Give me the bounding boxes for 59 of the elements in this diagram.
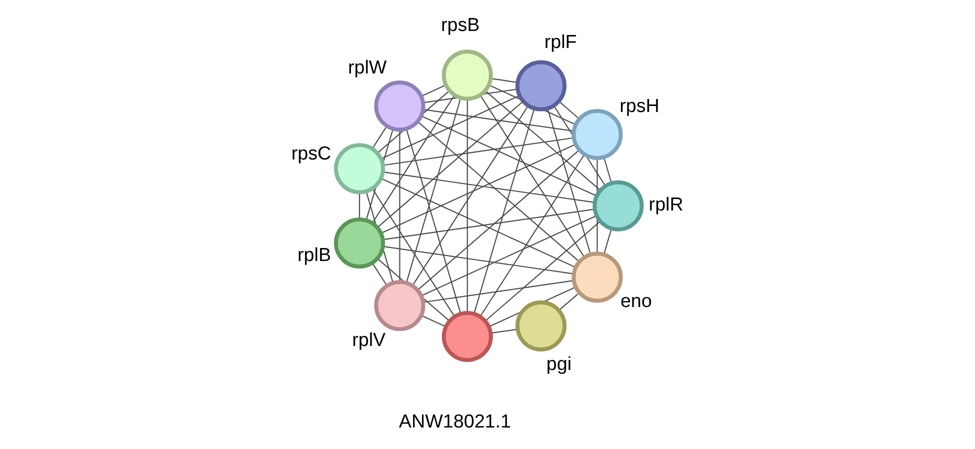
- node-circle: [334, 218, 386, 269]
- node-label: rplV: [352, 329, 386, 350]
- connector: [412, 106, 528, 286]
- connector: [423, 108, 574, 132]
- connector: [383, 246, 574, 274]
- node-label: rplB: [298, 244, 332, 266]
- connector: [358, 192, 360, 220]
- node-circle: [515, 60, 567, 112]
- node-label: rplR: [648, 194, 684, 215]
- connector: [372, 126, 388, 148]
- connector: [559, 101, 580, 120]
- connector: [421, 115, 597, 196]
- node-circle: [442, 50, 493, 101]
- connector: [372, 188, 456, 317]
- connector: [559, 292, 580, 310]
- node-circle: [515, 300, 567, 352]
- connector: [474, 108, 535, 314]
- node-circle: [442, 310, 493, 362]
- connector: [383, 208, 595, 240]
- node-label: rpsB: [440, 14, 480, 36]
- node-circle: [374, 280, 426, 332]
- connector: [418, 150, 580, 290]
- connector: [383, 137, 574, 166]
- node-label: rplW: [348, 56, 387, 78]
- node-label: rplF: [544, 30, 577, 52]
- connector: [380, 144, 576, 234]
- node-label: ANW18021.1: [398, 410, 512, 432]
- node-circle: [334, 143, 386, 194]
- connector: [406, 98, 462, 283]
- connector: [399, 130, 400, 282]
- connector: [480, 94, 585, 258]
- connector: [423, 280, 574, 303]
- connector: [603, 157, 612, 184]
- connector: [372, 262, 388, 286]
- connector: [383, 172, 595, 204]
- connector: [418, 121, 580, 262]
- connector: [372, 94, 456, 224]
- connector: [484, 220, 601, 322]
- connector: [490, 328, 518, 334]
- node-circle: [572, 252, 623, 303]
- connector: [421, 314, 446, 327]
- node-label: rpsC: [291, 142, 332, 164]
- connector: [491, 78, 518, 83]
- node-label: rpsH: [620, 95, 660, 116]
- connector: [380, 95, 520, 160]
- node-circle: [374, 80, 426, 132]
- node-label: pgi: [546, 353, 572, 374]
- connector: [377, 100, 524, 228]
- connector: [406, 128, 462, 314]
- connector: [381, 178, 576, 268]
- connector: [466, 99, 468, 313]
- connector: [547, 108, 592, 255]
- connector: [421, 215, 597, 296]
- connector: [480, 154, 585, 317]
- connector: [603, 228, 612, 254]
- connector: [422, 84, 446, 96]
- node-circle: [592, 180, 644, 232]
- node-label: eno: [620, 290, 652, 312]
- connector: [484, 90, 601, 191]
